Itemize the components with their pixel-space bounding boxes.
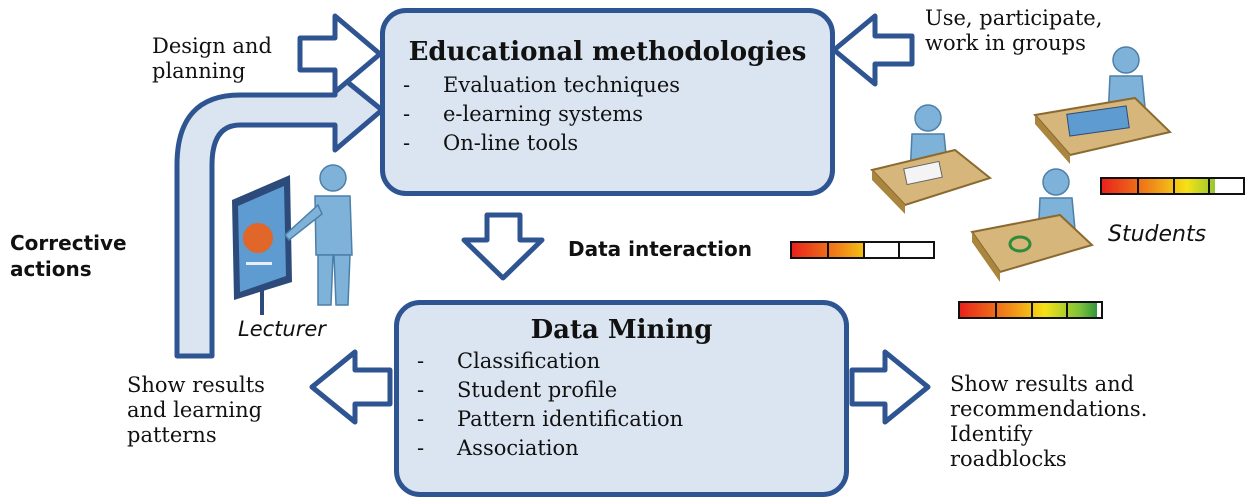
list-item: Student profile — [417, 376, 826, 405]
show-results-left-arrow — [309, 349, 393, 425]
show-results-left-label: Show results and learning patterns — [127, 373, 265, 447]
students-label: Students — [1108, 222, 1207, 247]
meter-divider — [897, 243, 900, 257]
data-mining-list: Classification Student profile Pattern i… — [417, 347, 826, 463]
list-item: Association — [417, 434, 826, 463]
data-mining-title: Data Mining — [530, 315, 713, 345]
educational-methodologies-list: Evaluation techniques e-learning systems… — [403, 71, 812, 158]
corrective-actions-label: Corrective actions — [10, 231, 127, 281]
meter-divider — [1137, 179, 1140, 193]
students-meter-bottom — [958, 301, 1103, 319]
data-interaction-meter — [790, 241, 935, 259]
meter-divider — [1207, 179, 1210, 193]
educational-methodologies-title: Educational methodologies — [408, 37, 807, 67]
educational-methodologies-box: Educational methodologies Evaluation tec… — [380, 8, 835, 196]
student-figure — [970, 168, 1094, 282]
design-planning-label: Design and planning — [152, 34, 272, 83]
list-item: Pattern identification — [417, 405, 826, 434]
meter-divider — [1172, 179, 1175, 193]
list-item: Evaluation techniques — [403, 71, 812, 100]
students-meter-top — [1100, 177, 1245, 195]
list-item: e-learning systems — [403, 100, 812, 129]
meter-divider — [995, 303, 998, 317]
use-participate-arrow — [831, 13, 915, 87]
meter-fill — [960, 303, 1097, 317]
data-interaction-label: Data interaction — [568, 237, 752, 261]
data-mining-box: Data Mining Classification Student profi… — [394, 300, 849, 497]
list-item: On-line tools — [403, 129, 812, 158]
student-figure — [1033, 46, 1173, 164]
show-results-right-label: Show results and recommendations. Identi… — [950, 372, 1148, 471]
list-item: Classification — [417, 347, 826, 376]
student-figure — [870, 104, 993, 214]
meter-fill — [1102, 179, 1215, 193]
meter-divider — [1030, 303, 1033, 317]
use-participate-label: Use, participate, work in groups — [925, 6, 1103, 55]
meter-divider — [1065, 303, 1068, 317]
meter-divider — [862, 243, 865, 257]
show-results-right-arrow — [849, 349, 931, 425]
lecturer-figure — [232, 164, 353, 315]
meter-divider — [827, 243, 830, 257]
design-planning-arrow — [297, 13, 383, 95]
data-interaction-arrow — [461, 212, 545, 281]
lecturer-label: Lecturer — [238, 317, 326, 341]
